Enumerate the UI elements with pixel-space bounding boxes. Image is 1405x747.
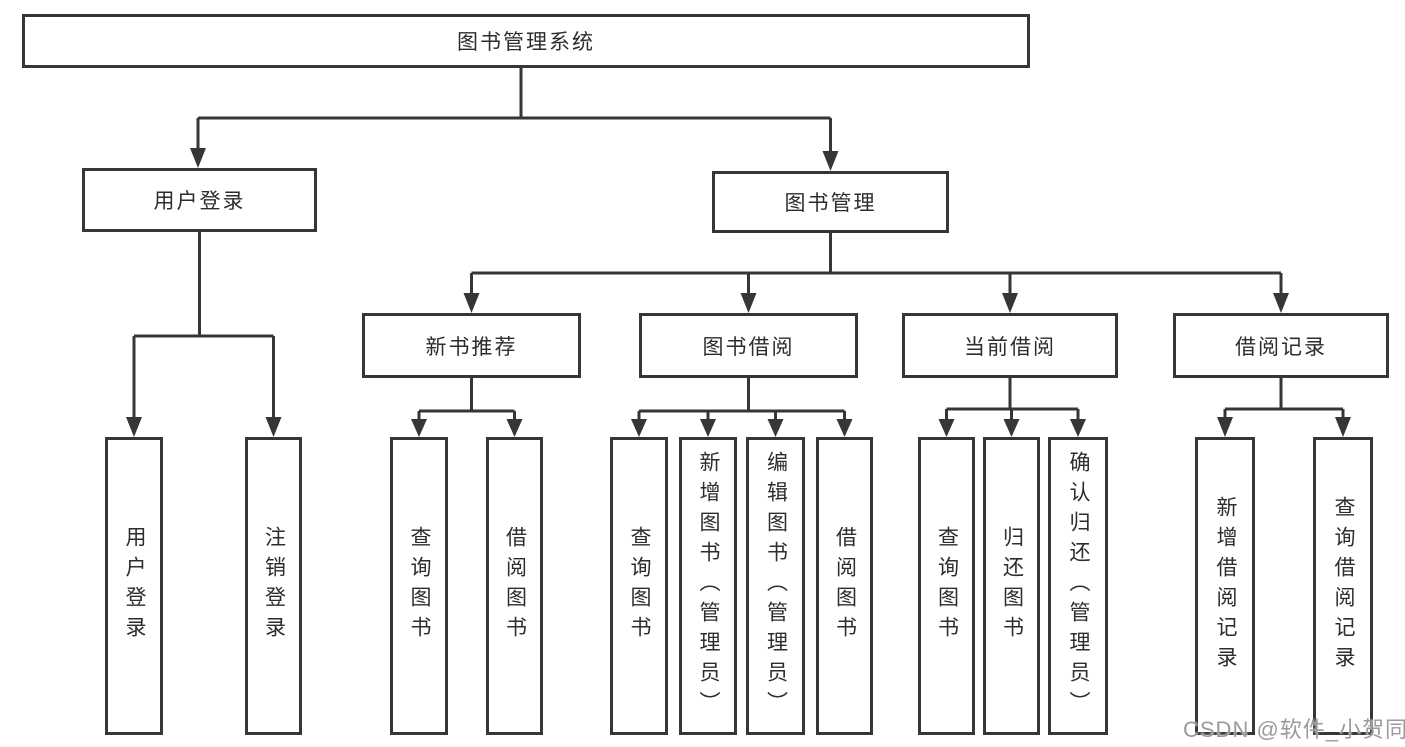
leaf-logout-label: 注销登录 xyxy=(262,526,286,646)
watermark-text: CSDN @软件_小贺同学 xyxy=(1183,717,1405,742)
node-user-login-label: 用户登录 xyxy=(153,190,246,213)
leaf-user-login-label: 用户登录 xyxy=(123,526,147,646)
leaf-add-books-admin-label: 新增图书（管理员） xyxy=(697,451,721,721)
node-book-borrowing-label: 图书借阅 xyxy=(702,335,795,359)
node-borrowing-records-label: 借阅记录 xyxy=(1235,335,1327,359)
connector-book-management-branch xyxy=(463,233,1289,313)
leaf-edit-books-admin-label: 编辑图书（管理员） xyxy=(764,451,788,721)
leaf-newbook-borrow-books-label: 借阅图书 xyxy=(503,526,527,646)
leaf-current-query-books-label: 查询图书 xyxy=(935,526,959,646)
connector-root-to-level2 xyxy=(190,68,839,171)
leaf-add-books-admin: 新增图书（管理员） xyxy=(679,437,737,735)
node-book-management: 图书管理 xyxy=(712,171,949,233)
node-root: 图书管理系统 xyxy=(22,14,1030,68)
leaf-logout: 注销登录 xyxy=(245,437,302,735)
leaf-current-query-books: 查询图书 xyxy=(918,437,975,735)
leaf-return-books-label: 归还图书 xyxy=(1000,526,1024,646)
leaf-confirm-return-admin: 确认归还（管理员） xyxy=(1048,437,1108,735)
connector-book-borrow-branch xyxy=(631,378,853,437)
connector-user-login-branch xyxy=(126,232,282,437)
leaf-borrow-query-books: 查询图书 xyxy=(610,437,668,735)
leaf-query-borrow-record: 查询借阅记录 xyxy=(1313,437,1373,735)
node-borrowing-records: 借阅记录 xyxy=(1173,313,1389,378)
node-current-borrowing: 当前借阅 xyxy=(902,313,1118,378)
node-new-book-recommend-label: 新书推荐 xyxy=(425,335,518,359)
leaf-newbook-borrow-books: 借阅图书 xyxy=(486,437,543,735)
leaf-user-login: 用户登录 xyxy=(105,437,163,735)
leaf-add-borrow-record: 新增借阅记录 xyxy=(1195,437,1255,735)
node-book-management-label: 图书管理 xyxy=(784,192,877,215)
leaf-confirm-return-admin-label: 确认归还（管理员） xyxy=(1067,451,1091,721)
leaf-borrow-books: 借阅图书 xyxy=(816,437,873,735)
connector-new-book-branch xyxy=(411,378,523,437)
leaf-newbook-query-books: 查询图书 xyxy=(390,437,448,735)
leaf-borrow-query-books-label: 查询图书 xyxy=(628,526,652,646)
leaf-edit-books-admin: 编辑图书（管理员） xyxy=(746,437,805,735)
leaf-newbook-query-books-label: 查询图书 xyxy=(408,526,432,646)
leaf-query-borrow-record-label: 查询借阅记录 xyxy=(1332,496,1356,676)
connector-borrow-records-branch xyxy=(1217,378,1351,437)
connector-current-borrow-branch xyxy=(938,378,1086,437)
leaf-borrow-books-label: 借阅图书 xyxy=(833,526,857,646)
node-current-borrowing-label: 当前借阅 xyxy=(964,335,1056,359)
node-root-label: 图书管理系统 xyxy=(457,31,595,54)
node-new-book-recommend: 新书推荐 xyxy=(362,313,581,378)
node-book-borrowing: 图书借阅 xyxy=(639,313,858,378)
leaf-add-borrow-record-label: 新增借阅记录 xyxy=(1214,496,1238,676)
node-user-login: 用户登录 xyxy=(82,168,317,232)
leaf-return-books: 归还图书 xyxy=(983,437,1040,735)
